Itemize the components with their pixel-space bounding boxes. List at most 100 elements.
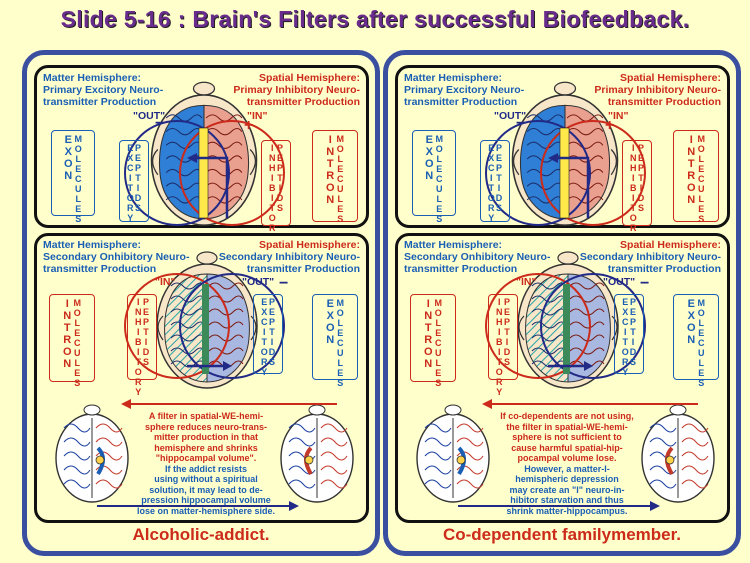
bottom-panel-graphics bbox=[416, 251, 715, 511]
vertical-letter: R bbox=[63, 334, 72, 346]
minus-sign: − bbox=[640, 275, 650, 292]
vein-left bbox=[63, 479, 91, 489]
vertical-letter: L bbox=[435, 358, 442, 368]
right-hemisphere-label: Spatial Hemisphere:Secondary Inhibitory … bbox=[580, 239, 721, 275]
gyrus-right bbox=[205, 127, 243, 136]
vein-right bbox=[95, 423, 123, 433]
text-line: transmitter Production bbox=[43, 263, 157, 275]
vertical-letter: O bbox=[621, 347, 629, 357]
text-line: Secondary Inhibitory Neuro- bbox=[579, 251, 721, 263]
vertical-letter: E bbox=[698, 368, 705, 378]
box-word: EXCITORYEXCITORY bbox=[487, 143, 495, 223]
vertical-letter: S bbox=[337, 214, 344, 224]
excitory-peptids-box: EXCITORYEXCITORYPEPTIDSPEPTIDS bbox=[119, 140, 149, 223]
box-word: PEPTIDSPEPTIDS bbox=[630, 297, 637, 373]
in-circle bbox=[540, 120, 646, 226]
minus-sign: − bbox=[155, 115, 165, 132]
vein-right bbox=[681, 451, 709, 461]
intron-molecules-box: INTRONINTRONMOLECULESMOLECULES bbox=[410, 294, 456, 388]
vertical-letter: O bbox=[73, 308, 81, 318]
vein-left bbox=[649, 437, 677, 447]
vertical-letter: O bbox=[336, 308, 344, 318]
exon-molecules-box: EXONEXONMOLECULESMOLECULES bbox=[312, 294, 358, 388]
top-panel: Matter Hemisphere:Primary Excitory Neuro… bbox=[34, 65, 369, 243]
side-head bbox=[641, 404, 715, 503]
text-line: Spatial Hemisphere: bbox=[259, 239, 360, 251]
vertical-letter: E bbox=[637, 153, 644, 163]
vertical-letter: T bbox=[277, 173, 283, 183]
vertical-letter: N bbox=[326, 146, 335, 158]
vertical-letter: E bbox=[425, 134, 433, 146]
text-line: Primary Excitory Neuro- bbox=[43, 84, 164, 96]
vein-left bbox=[63, 465, 91, 475]
vertical-letter: R bbox=[495, 377, 503, 387]
vertical-letter: O bbox=[134, 367, 142, 377]
vertical-letter: U bbox=[74, 348, 81, 358]
text-line: shrink matter-hippocampus. bbox=[506, 505, 628, 516]
vertical-letter: R bbox=[326, 170, 335, 182]
left-hemisphere bbox=[525, 273, 569, 383]
vertical-letter: C bbox=[74, 338, 81, 348]
vertical-letter: S bbox=[134, 203, 141, 213]
vertical-letter: E bbox=[142, 307, 149, 317]
text-line: transmitter Production bbox=[246, 263, 360, 275]
side-head bbox=[55, 404, 129, 503]
nose bbox=[83, 404, 101, 416]
vertical-letter: I bbox=[623, 327, 627, 337]
text-line: mitter production in that bbox=[154, 432, 258, 442]
excitory-peptids-box: EXCITORYEXCITORYPEPTIDSPEPTIDS bbox=[253, 294, 283, 377]
vertical-letter: O bbox=[423, 346, 433, 358]
vertical-letter: C bbox=[621, 317, 629, 327]
box-word: EXCITORYEXCITORY bbox=[261, 297, 268, 377]
gyrus-left bbox=[526, 155, 564, 163]
box-word-small: MOLECULESMOLECULES bbox=[698, 298, 706, 388]
text-line: Matter Hemisphere: bbox=[404, 239, 503, 251]
panel-co-dependent: Matter Hemisphere:Primary Excitory Neuro… bbox=[383, 50, 741, 556]
vertical-letter: D bbox=[495, 193, 503, 203]
vertical-letter: L bbox=[698, 318, 705, 328]
gyrus-left bbox=[526, 168, 564, 177]
vein-left bbox=[63, 451, 91, 461]
vertical-letter: E bbox=[435, 368, 442, 378]
vertical-letter: U bbox=[337, 348, 344, 358]
vertical-letter: S bbox=[698, 378, 705, 388]
text-line: pocampal volume lose. bbox=[517, 453, 617, 463]
arrow-head bbox=[548, 153, 558, 163]
vertical-letter: P bbox=[134, 143, 141, 153]
gyrus-left bbox=[165, 168, 203, 177]
ear-left bbox=[151, 149, 159, 176]
in-label: "IN" bbox=[247, 110, 268, 122]
gyrus-left bbox=[531, 321, 567, 329]
box-word: EXCITORYEXCITORY bbox=[621, 297, 629, 377]
text-line: Matter Hemisphere: bbox=[43, 72, 142, 84]
vertical-letter: T bbox=[504, 327, 510, 337]
vertical-letter: R bbox=[629, 223, 637, 233]
filter-bar bbox=[202, 284, 209, 374]
panel-caption: Co-dependent familymember. bbox=[442, 525, 682, 544]
vertical-letter: I bbox=[505, 337, 509, 347]
vertical-letter: P bbox=[629, 317, 636, 327]
intron-molecules-box: INTRONINTRONMOLECULESMOLECULES bbox=[49, 294, 95, 388]
vertical-letter: S bbox=[268, 357, 275, 367]
vertical-letter: M bbox=[336, 298, 345, 308]
box-word-small: MOLECULESMOLECULES bbox=[698, 134, 706, 224]
vertical-letter: I bbox=[497, 327, 501, 337]
vertical-letter: N bbox=[326, 334, 335, 346]
nose bbox=[192, 81, 216, 96]
vertical-letter: E bbox=[268, 307, 275, 317]
vertical-letter: N bbox=[326, 194, 335, 206]
vertical-letter: P bbox=[637, 163, 644, 173]
text-line: A filter in spatial-WE-hemi- bbox=[148, 411, 264, 421]
vertical-letter: O bbox=[487, 193, 495, 203]
vertical-letter: P bbox=[268, 317, 275, 327]
exon-molecules-box: EXONEXONMOLECULESMOLECULES bbox=[673, 294, 719, 388]
vertical-letter: I bbox=[631, 173, 635, 183]
vertical-letter: E bbox=[337, 368, 344, 378]
minus-sign: − bbox=[516, 115, 526, 132]
ear-right bbox=[249, 149, 257, 176]
vein-left bbox=[424, 437, 452, 447]
box-word: PEPTIDSPEPTIDS bbox=[496, 143, 503, 221]
vertical-letter: C bbox=[436, 174, 443, 184]
vertical-letter: L bbox=[337, 194, 344, 204]
text-line: sphere reduces neuro-trans- bbox=[144, 421, 268, 432]
